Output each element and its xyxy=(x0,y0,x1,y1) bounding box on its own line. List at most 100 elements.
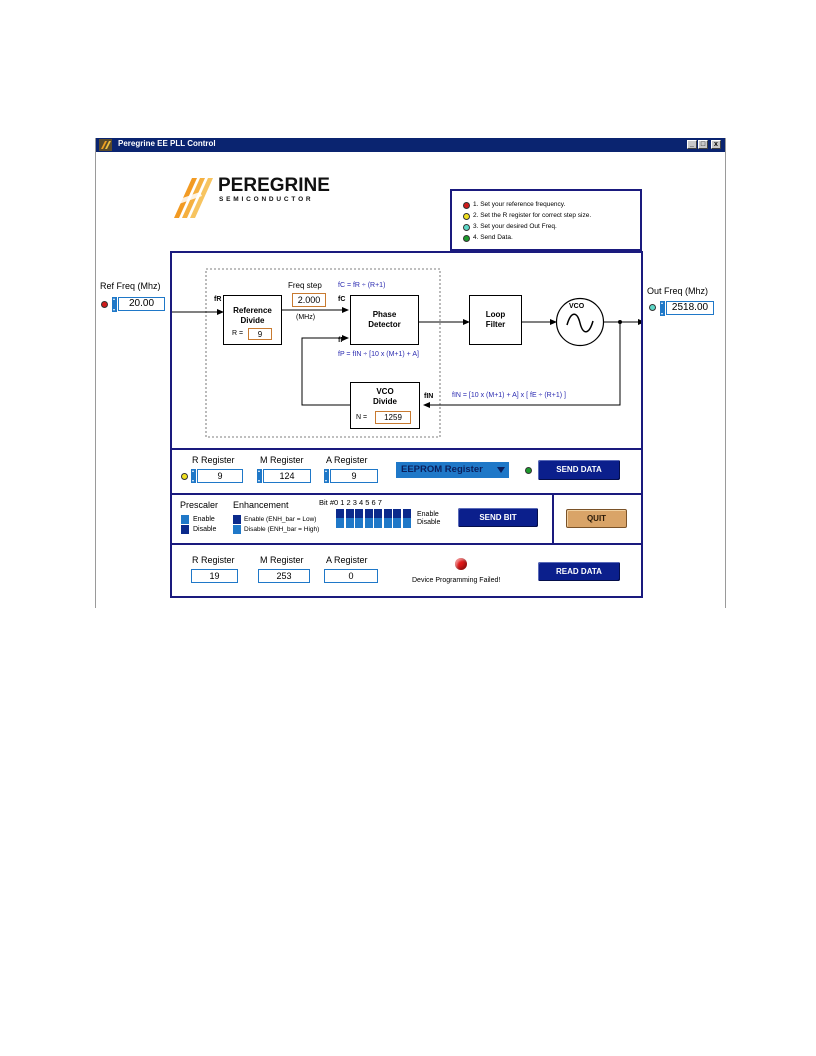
prescaler-label: Prescaler xyxy=(180,500,219,510)
enhancement-enable-toggle[interactable] xyxy=(233,515,241,524)
minimize-button[interactable]: _ xyxy=(687,140,697,149)
enhancement-disable-toggle[interactable] xyxy=(233,525,241,534)
maximize-button[interactable]: □ xyxy=(698,140,708,149)
step-2-text: 2. Set the R register for correct step s… xyxy=(473,212,592,219)
vco-divide-block: VCO Divide N = 1259 xyxy=(350,382,420,429)
ref-freq-led xyxy=(101,301,108,308)
prescaler-disable-toggle[interactable] xyxy=(181,525,189,534)
pll-diagram-wires xyxy=(172,268,641,438)
write-r-spinner[interactable] xyxy=(191,469,196,483)
bit-toggle-group xyxy=(336,509,416,529)
bit-1-toggle[interactable] xyxy=(345,509,354,528)
prescaler-disable-label: Disable xyxy=(193,526,217,533)
bit-2-toggle[interactable] xyxy=(355,509,363,528)
minimize-icon: _ xyxy=(690,141,694,148)
vco-label: VCO xyxy=(569,303,585,310)
ref-divide-line2: Divide xyxy=(240,316,265,325)
ref-divide-line1: Reference xyxy=(233,306,272,315)
bit-disable-label: Disable xyxy=(417,519,441,526)
send-bit-button[interactable]: SEND BIT xyxy=(458,508,538,527)
freq-step-label: Freq step xyxy=(288,281,322,290)
fc-formula: fC = fR ÷ (R+1) xyxy=(338,282,386,289)
instructions-panel: 1. Set your reference frequency. 2. Set … xyxy=(450,189,642,251)
enhancement-label: Enhancement xyxy=(233,500,289,510)
quit-panel: QUIT xyxy=(552,493,643,545)
prescaler-enable-label: Enable xyxy=(193,516,215,523)
read-r-value: 19 xyxy=(191,569,238,583)
write-m-register-label: M Register xyxy=(260,455,304,465)
fp-formula: fP = fIN ÷ [10 x (M+1) + A] xyxy=(338,351,419,358)
bit-4-toggle[interactable] xyxy=(374,509,382,528)
quit-button[interactable]: QUIT xyxy=(566,509,627,528)
send-data-button[interactable]: SEND DATA xyxy=(538,460,620,480)
freq-step-value[interactable]: 2.000 xyxy=(292,293,326,307)
step-1-led xyxy=(463,202,470,209)
target-register-select[interactable]: EEPROM Register xyxy=(396,462,509,478)
chevron-down-icon xyxy=(497,467,505,473)
vco-divide-line1: VCO xyxy=(376,387,394,396)
read-registers-panel: R Register 19 M Register 253 A Register … xyxy=(170,543,643,598)
mhz-label: (MHz) xyxy=(296,314,316,321)
read-r-register-label: R Register xyxy=(192,555,235,565)
write-a-input[interactable]: 9 xyxy=(330,469,378,483)
logo-name: PEREGRINE xyxy=(218,175,330,196)
enhancement-enable-label: Enable (ENH_bar = Low) xyxy=(244,516,317,523)
peregrine-logo-icon xyxy=(171,178,213,218)
bit-5-toggle[interactable] xyxy=(383,509,392,528)
step-3-led xyxy=(463,224,470,231)
vco-divide-line2: Divide xyxy=(372,397,397,406)
lf-line1: Loop xyxy=(485,310,506,319)
fin-formula: fIN = [10 x (M+1) + A] x [ fE ÷ (R+1) ] xyxy=(452,392,566,399)
pll-control-window: Peregrine EE PLL Control _ □ x PEREGRINE… xyxy=(95,138,726,608)
read-a-register-label: A Register xyxy=(326,555,368,565)
fc-label: fC xyxy=(338,296,346,303)
n-equals-label: N = xyxy=(356,414,368,421)
out-freq-input[interactable]: 2518.00 xyxy=(666,301,714,315)
device-status-led xyxy=(455,558,467,570)
read-m-value: 253 xyxy=(258,569,310,583)
device-status-text: Device Programming Failed! xyxy=(412,577,501,584)
ref-freq-input[interactable]: 20.00 xyxy=(118,297,165,311)
write-r-register-label: R Register xyxy=(192,455,235,465)
ref-freq-spinner[interactable] xyxy=(112,297,117,312)
write-m-input[interactable]: 124 xyxy=(263,469,311,483)
bit-enable-label: Enable xyxy=(417,511,439,518)
bit-0-toggle[interactable] xyxy=(336,509,344,528)
write-status-led xyxy=(181,473,188,480)
write-a-spinner[interactable] xyxy=(324,469,329,483)
vco-icon xyxy=(555,297,605,347)
out-freq-led xyxy=(649,304,656,311)
send-status-led xyxy=(525,467,532,474)
step-4-text: 4. Send Data. xyxy=(473,234,513,241)
bit-3-toggle[interactable] xyxy=(364,509,373,528)
bit-header: Bit #0 1 2 3 4 5 6 7 xyxy=(319,498,382,507)
write-m-spinner[interactable] xyxy=(257,469,262,483)
write-r-input[interactable]: 9 xyxy=(197,469,243,483)
step-2-led xyxy=(463,213,470,220)
fr-label: fR xyxy=(214,296,222,303)
prescaler-enable-toggle[interactable] xyxy=(181,515,189,524)
read-m-register-label: M Register xyxy=(260,555,304,565)
write-a-register-label: A Register xyxy=(326,455,368,465)
pd-line1: Phase xyxy=(372,310,397,319)
lf-line2: Filter xyxy=(485,320,506,329)
read-data-button[interactable]: READ DATA xyxy=(538,562,620,581)
pd-line2: Detector xyxy=(368,320,401,329)
enhancement-disable-label: Disable (ENH_bar = High) xyxy=(244,526,320,533)
reference-divide-block: Reference Divide R = 9 xyxy=(223,295,282,345)
r-equals-label: R = xyxy=(232,330,244,337)
close-button[interactable]: x xyxy=(711,140,721,149)
out-freq-spinner[interactable] xyxy=(660,301,665,316)
bits-panel: Prescaler Enable Disable Enhancement Ena… xyxy=(170,493,554,545)
r-divide-value[interactable]: 9 xyxy=(248,328,272,340)
title-bar[interactable]: Peregrine EE PLL Control _ □ x xyxy=(96,138,725,152)
n-divide-value[interactable]: 1259 xyxy=(375,411,411,424)
window-title: Peregrine EE PLL Control xyxy=(118,139,216,148)
bit-7-toggle[interactable] xyxy=(402,509,411,528)
loop-filter-block: Loop Filter xyxy=(469,295,522,345)
logo-subtitle: SEMICONDUCTOR xyxy=(219,196,314,203)
read-a-value: 0 xyxy=(324,569,378,583)
bit-6-toggle[interactable] xyxy=(393,509,401,528)
fin-label: fIN xyxy=(424,393,434,400)
phase-detector-block: Phase Detector xyxy=(350,295,419,345)
